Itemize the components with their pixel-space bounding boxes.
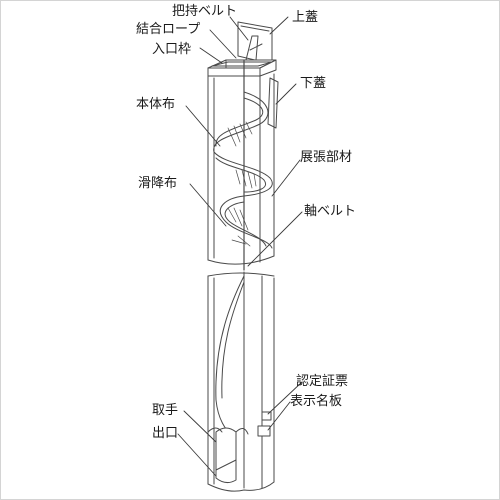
- lower-tube-drawing: [207, 271, 275, 492]
- label-name-plate: 表示名板: [290, 394, 343, 409]
- label-exit: 出口: [152, 426, 179, 441]
- label-entrance-frame: 入口枠: [152, 42, 192, 57]
- label-handle-belt: 把持ベルト: [172, 4, 238, 19]
- label-main-cloth: 本体布: [136, 97, 176, 112]
- label-slide-cloth: 滑降布: [138, 176, 178, 191]
- label-bottom-lid: 下蓋: [300, 76, 327, 91]
- top-lid-drawing: [237, 21, 273, 65]
- leader-lines: [177, 16, 303, 477]
- label-spreading-member: 展張部材: [300, 150, 353, 165]
- label-grip: 取手: [152, 403, 179, 418]
- label-certification: 認定証票: [296, 374, 349, 389]
- upper-spiral-drawing: [213, 91, 273, 249]
- entrance-frame-drawing: [207, 59, 277, 77]
- label-binding-rope: 結合ロープ: [136, 22, 201, 37]
- bottom-lid-drawing: [267, 77, 279, 129]
- handle-belt-drawing: [245, 35, 263, 61]
- label-top-lid: 上蓋: [292, 10, 319, 25]
- label-axis-belt: 軸ベルト: [304, 204, 357, 219]
- plate-drawing: [257, 411, 272, 437]
- exit-drawing: [207, 427, 249, 484]
